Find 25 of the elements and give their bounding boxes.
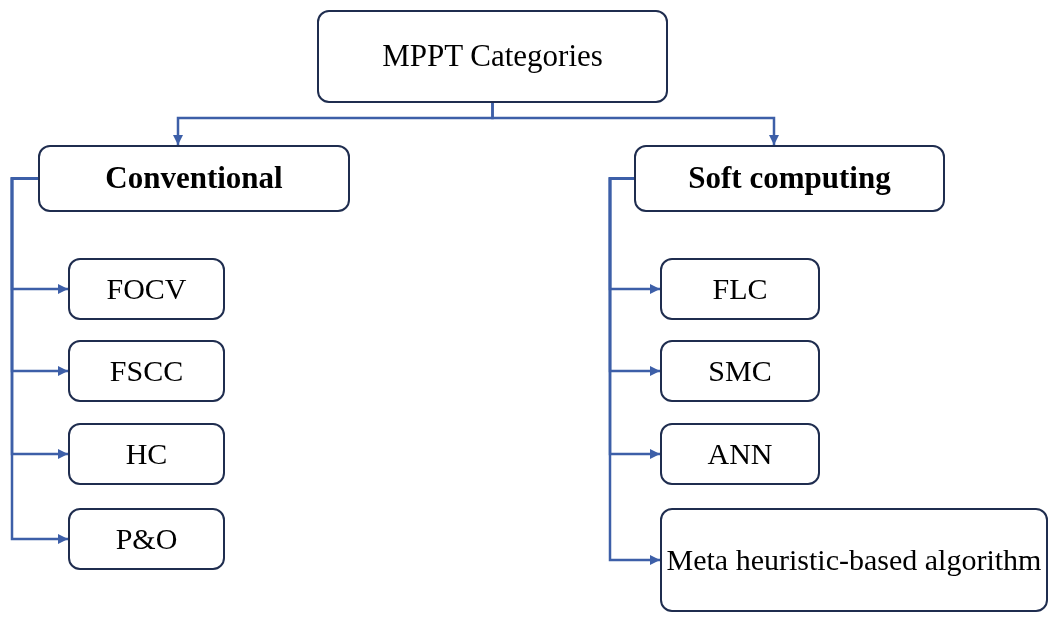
connector-arrow <box>10 177 68 544</box>
method-box <box>68 508 225 570</box>
connector-arrow <box>608 177 660 565</box>
node-label: SMC <box>708 353 772 390</box>
method-box <box>660 508 1048 612</box>
method-box <box>68 423 225 485</box>
node-label: FLC <box>712 271 768 308</box>
method-box <box>660 423 820 485</box>
method-box <box>660 258 820 320</box>
node-label: Conventional <box>105 159 283 198</box>
node-label: MPPT Categories <box>382 37 603 76</box>
node-label: HC <box>125 436 168 473</box>
method-box <box>660 340 820 402</box>
category-box <box>38 145 350 212</box>
category-box <box>634 145 945 212</box>
connector-arrow <box>491 103 779 145</box>
node-label: FOCV <box>106 271 187 308</box>
method-box <box>68 340 225 402</box>
method-box <box>68 258 225 320</box>
node-label: ANN <box>707 436 773 473</box>
root-box <box>317 10 668 103</box>
node-label: FSCC <box>109 353 184 390</box>
node-label: P&O <box>115 521 178 558</box>
node-label: Meta heuristic-based algorithm <box>666 542 1042 579</box>
node-label: Soft computing <box>688 159 891 198</box>
